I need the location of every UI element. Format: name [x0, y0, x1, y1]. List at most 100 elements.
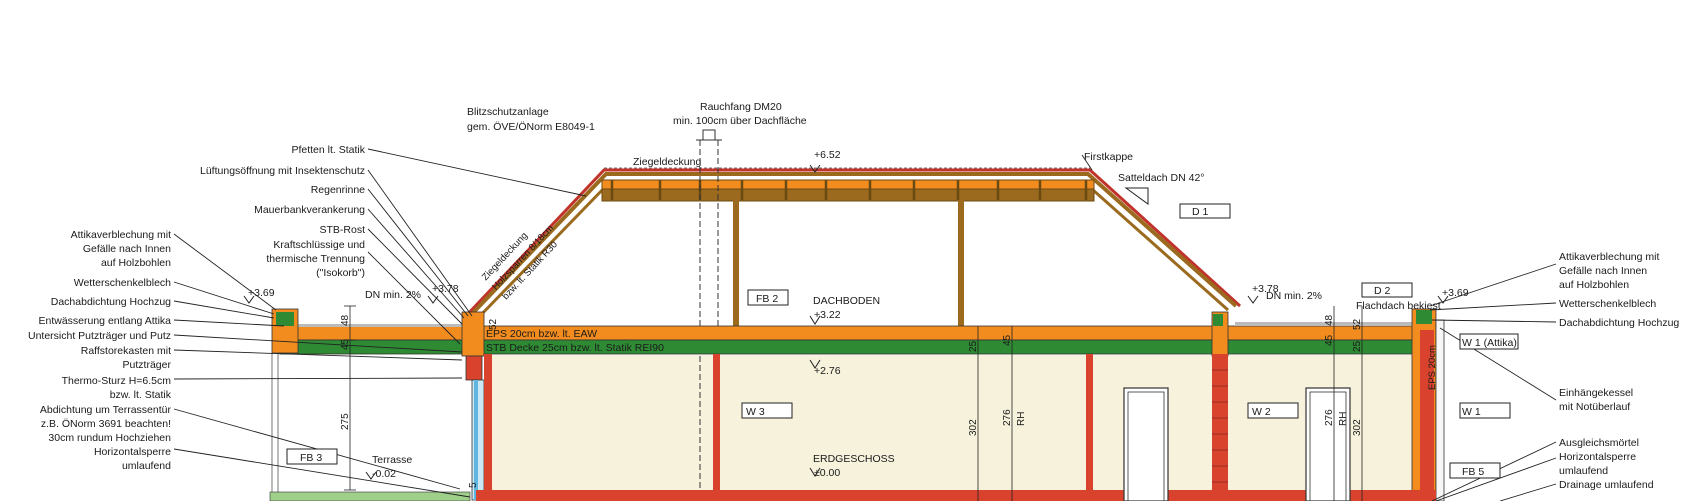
label-r-umlaufend: umlaufend: [1559, 465, 1608, 477]
label-abdichtung-3: 30cm rundum Hochziehen: [48, 432, 171, 444]
label-r-horizontal: Horizontalsperre: [1559, 451, 1636, 463]
level-left-attika: +3.69: [248, 287, 275, 299]
dim-48-left: 48: [340, 314, 351, 326]
slab-stb: STB Decke 25cm bzw. lt. Statik REI90: [486, 342, 664, 354]
level-dachboden-name: DACHBODEN: [813, 295, 880, 307]
door-right: [1305, 387, 1351, 501]
label-mauerbank: Mauerbankverankerung: [254, 204, 365, 216]
note-rauch-1: Rauchfang DM20: [700, 101, 782, 113]
label-horizontalsperre: Horizontalsperre: [94, 446, 171, 458]
level-right-roof: +3.78: [1252, 283, 1279, 295]
level-dn-left: DN min. 2%: [365, 289, 421, 301]
label-untersicht: Untersicht Putzträger und Putz: [28, 330, 171, 342]
dim-rh-a: RH: [1016, 412, 1027, 426]
dim-5: 5: [468, 482, 479, 488]
dim-45-b: 45: [1324, 334, 1335, 346]
dimension-texts: 48 45 52 275 25 45 302 276 RH 45 48 52 2…: [340, 314, 1363, 488]
left-attika: [271, 308, 485, 501]
tag-d1: D 1: [1192, 206, 1209, 218]
dim-45-left: 45: [340, 338, 351, 350]
note-blitz-2: gem. ÖVE/ÖNorm E8049-1: [467, 121, 595, 133]
label-raffstore-1: Raffstorekasten mit: [81, 345, 171, 357]
ceiling-slab: [279, 322, 1421, 355]
right-label-group: Attikaverblechung mit Gefälle nach Innen…: [1559, 251, 1679, 491]
level-left-roof: +3.78: [432, 283, 459, 295]
tag-w1: W 1: [1462, 406, 1481, 418]
dim-52: 52: [488, 318, 499, 330]
level-right-attika: +3.69: [1442, 287, 1469, 299]
label-abdichtung-2: z.B. ÖNorm 3691 beachten!: [41, 418, 171, 430]
label-attika-2: Gefälle nach Innen: [83, 243, 171, 255]
level-ceiling-under: +2.76: [814, 365, 841, 377]
label-r-attika-3: auf Holzbohlen: [1559, 279, 1629, 291]
level-eg-name: ERDGESCHOSS: [813, 453, 895, 465]
dim-25-b: 25: [1352, 340, 1363, 352]
slab-eps: EPS 20cm bzw. lt. EAW: [486, 328, 597, 340]
dimension-lines: [344, 305, 1363, 501]
note-firstkappe: Firstkappe: [1084, 151, 1133, 163]
tag-w3: W 3: [746, 406, 765, 418]
level-terrasse: -0.02: [372, 468, 396, 480]
dim-302-b: 302: [1352, 419, 1363, 436]
label-dachabdichtung: Dachabdichtung Hochzug: [51, 296, 171, 308]
note-satteldach: Satteldach DN 42°: [1118, 172, 1205, 184]
dim-rh-b: RH: [1338, 412, 1349, 426]
label-kraftschluss-2: thermische Trennung: [266, 253, 365, 265]
slab-texts: EPS 20cm bzw. lt. EAW STB Decke 25cm bzw…: [486, 328, 1438, 390]
label-entwaesserung: Entwässerung entlang Attika: [38, 315, 171, 327]
label-r-attika-2: Gefälle nach Innen: [1559, 265, 1647, 277]
label-attika-1: Attikaverblechung mit: [71, 229, 171, 241]
terrace-slab: [269, 491, 471, 501]
walls: [271, 352, 1228, 501]
label-wetterschenkel: Wetterschenkelblech: [74, 277, 171, 289]
label-pfetten: Pfetten lt. Statik: [291, 144, 365, 156]
label-r-drainage: Drainage umlaufend: [1559, 479, 1654, 491]
dim-48-b: 48: [1324, 314, 1335, 326]
tag-w1-attika: W 1 (Attika): [1462, 337, 1517, 349]
left-label-group: Pfetten lt. Statik Lüftungsöffnung mit I…: [28, 144, 366, 472]
level-eg: ±0.00: [814, 467, 840, 479]
label-r-einhaenge-1: Einhängekessel: [1559, 387, 1633, 399]
slab-eps-vertical: EPS 20cm: [1427, 345, 1438, 390]
label-abdichtung-1: Abdichtung um Terrassentür: [40, 404, 172, 416]
dim-25-a: 25: [968, 340, 979, 352]
tag-fb2: FB 2: [756, 293, 778, 305]
tag-fb5: FB 5: [1462, 466, 1484, 478]
label-raffstore-2: Putzträger: [123, 359, 172, 371]
level-dachboden: +3.22: [814, 309, 841, 321]
label-lueftung: Lüftungsöffnung mit Insektenschutz: [200, 165, 365, 177]
note-rauch-2: min. 100cm über Dachfläche: [673, 115, 807, 127]
tag-fb3: FB 3: [300, 452, 322, 464]
level-flachdach: Flachdach bekiest: [1356, 300, 1441, 312]
right-attika: [1211, 308, 1445, 501]
label-r-einhaenge-2: mit Notüberlauf: [1559, 401, 1630, 413]
dim-302-a: 302: [968, 419, 979, 436]
tag-w2: W 2: [1252, 406, 1271, 418]
note-blitz-1: Blitzschutzanlage: [467, 106, 549, 118]
level-dn-right: DN min. 2%: [1266, 290, 1322, 302]
dim-52-b: 52: [1352, 318, 1363, 330]
dim-275: 275: [340, 413, 351, 430]
slope-symbol: [1124, 187, 1149, 205]
dim-276-b: 276: [1324, 409, 1335, 426]
tag-boxes: [286, 203, 1519, 479]
level-terrasse-name: Terrasse: [372, 454, 412, 466]
dim-45-a: 45: [1002, 334, 1013, 346]
interior-fill: [484, 355, 1422, 501]
tag-texts: D 1 D 2 FB 2 FB 3 FB 5 W 1 (Attika) W 1 …: [300, 206, 1517, 478]
door-left: [1123, 387, 1169, 501]
label-kraftschluss-1: Kraftschlüssige und: [273, 239, 365, 251]
level-top: +6.52: [814, 149, 841, 161]
level-texts: +6.52 DACHBODEN +3.22 +2.76 ERDGESCHOSS …: [248, 149, 1469, 480]
label-regenrinne: Regenrinne: [311, 184, 365, 196]
label-attika-3: auf Holzbohlen: [101, 257, 171, 269]
label-thermo-2: bzw. lt. Statik: [110, 389, 172, 401]
label-r-ausgleich: Ausgleichsmörtel: [1559, 437, 1639, 449]
label-umlaufend: umlaufend: [122, 460, 171, 472]
gable-roof: [462, 167, 1242, 340]
floor-slab: [476, 490, 1436, 501]
level-markers: [243, 164, 1449, 480]
label-r-wetterschenkel: Wetterschenkelblech: [1559, 298, 1656, 310]
